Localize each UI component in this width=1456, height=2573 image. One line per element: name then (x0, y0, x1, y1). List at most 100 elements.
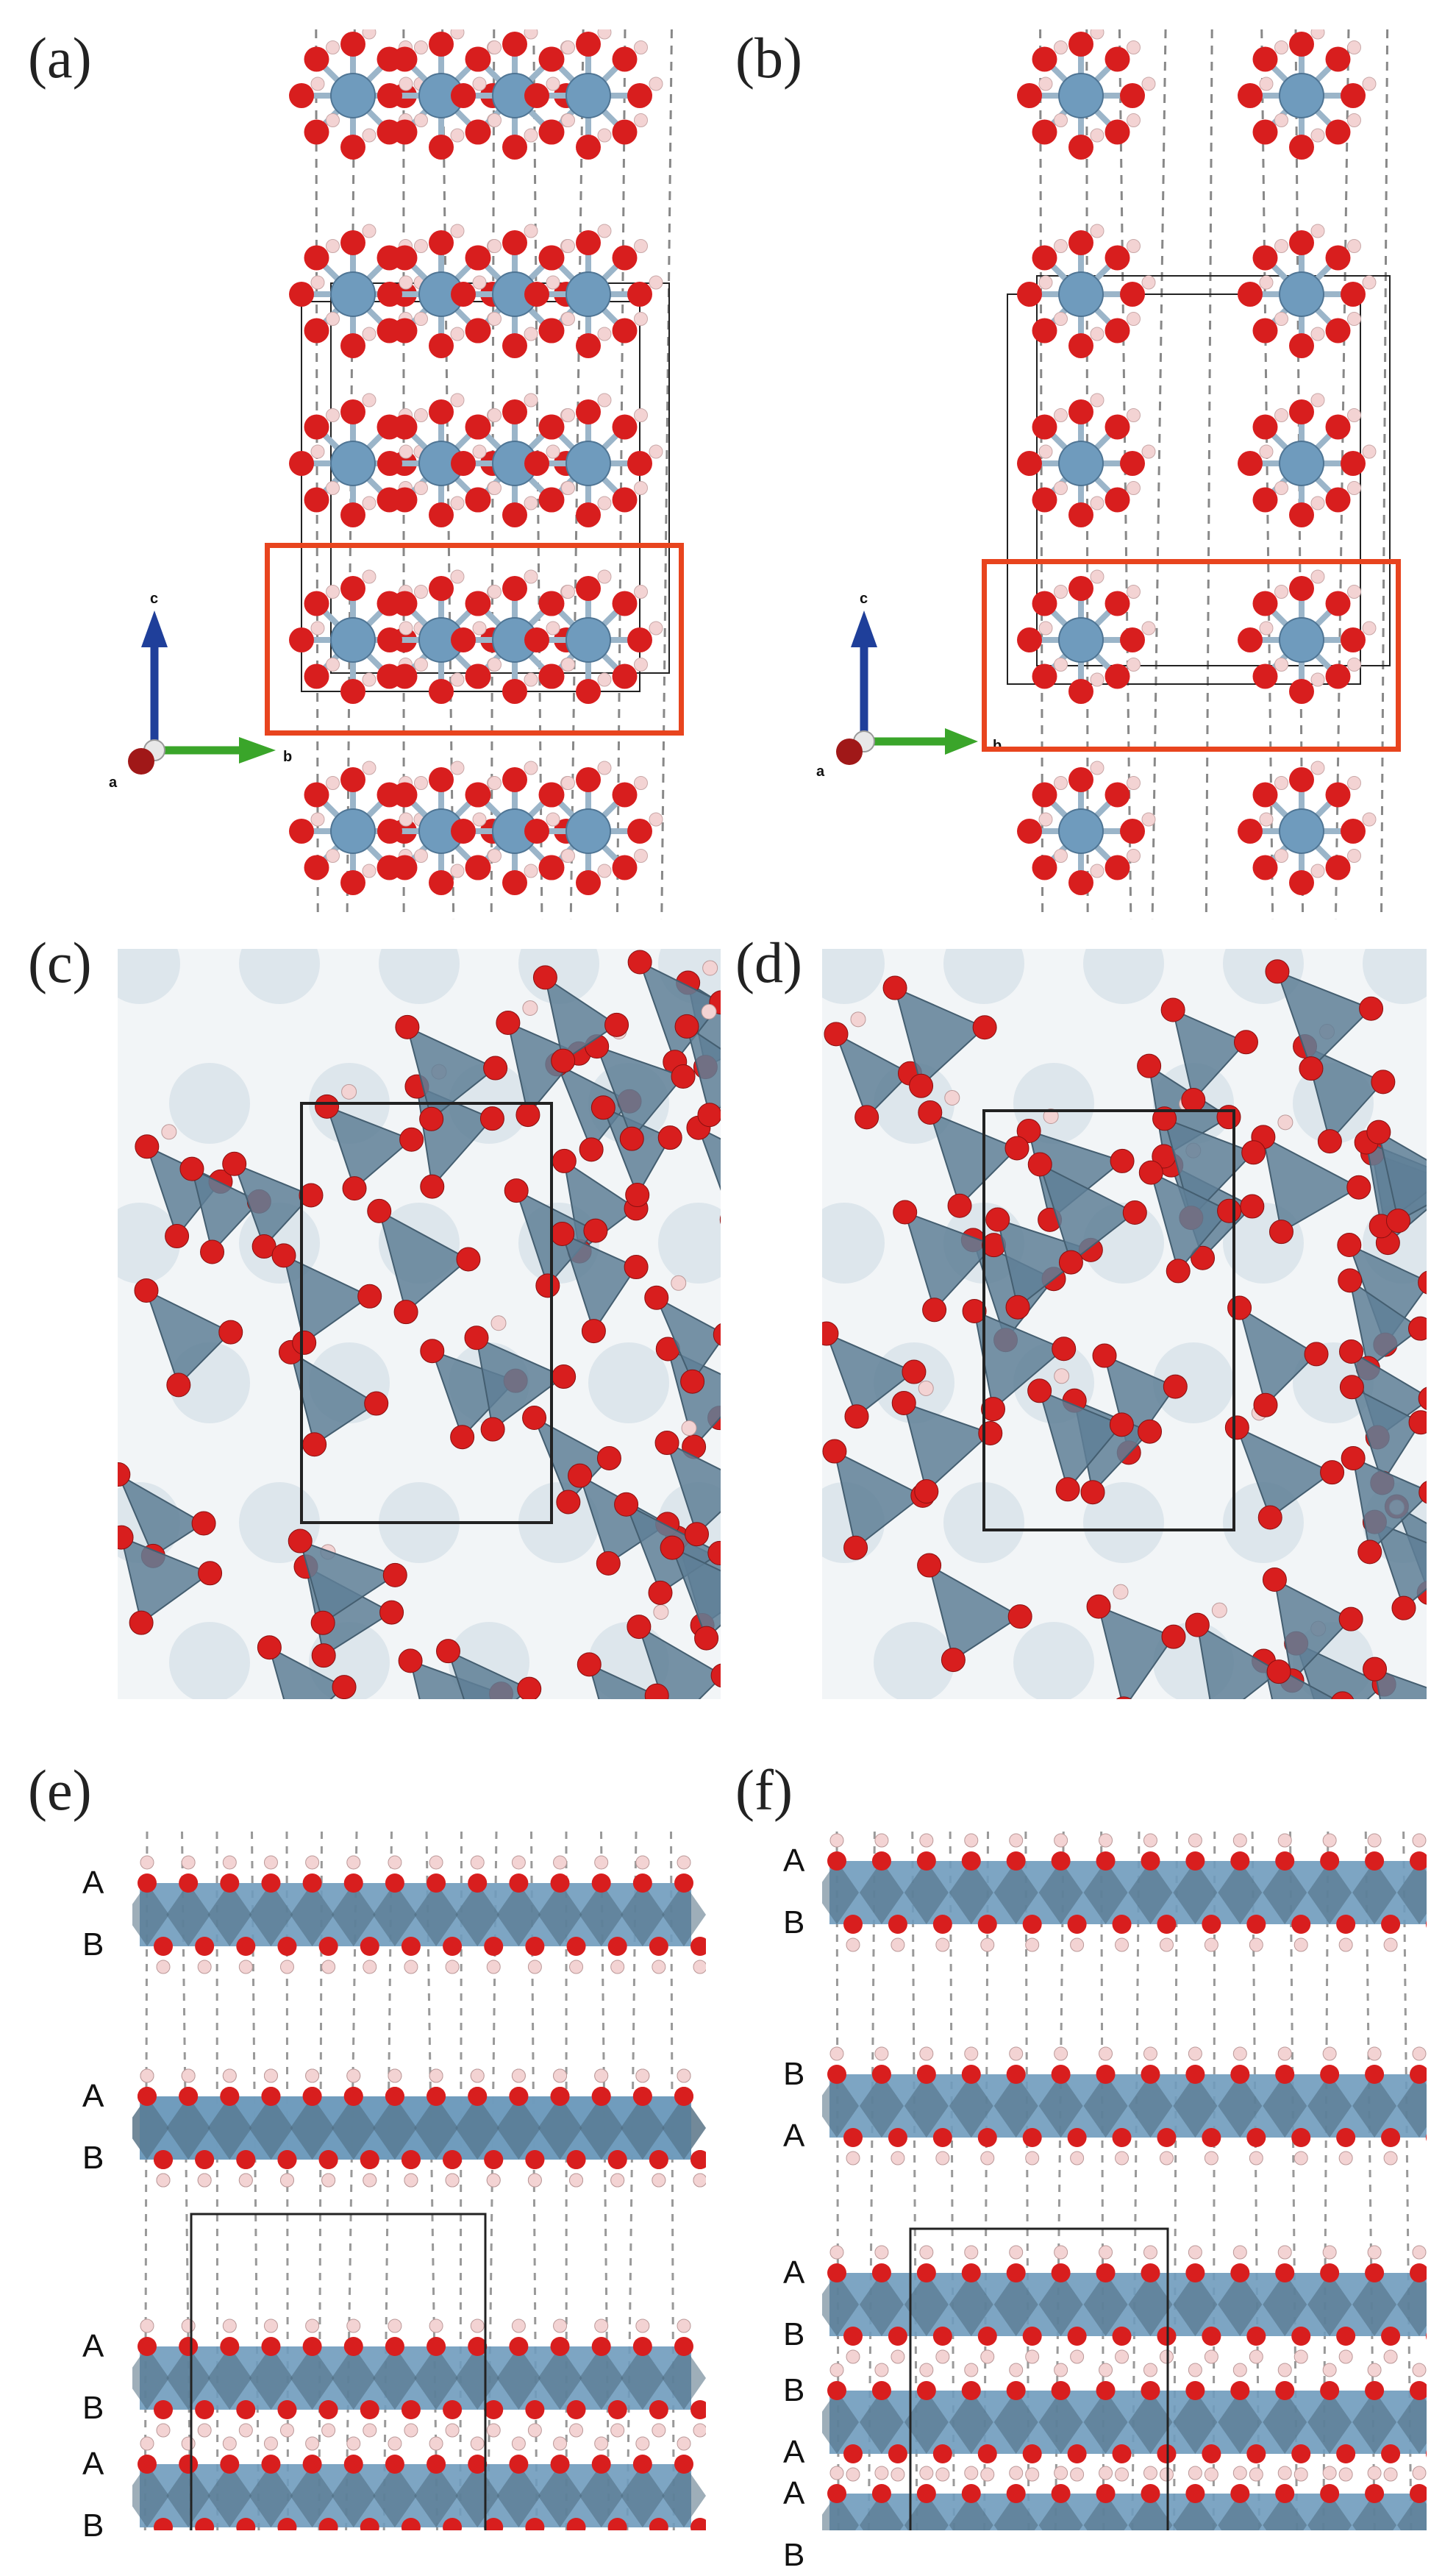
oxygen-atom (1246, 2444, 1266, 2463)
oxygen-atom (525, 1937, 544, 1956)
oxygen-atom (393, 487, 418, 512)
oxygen-atom (1267, 1660, 1291, 1684)
oxygen-atom (303, 2455, 322, 2474)
oxygen-atom (1318, 1130, 1341, 1153)
oxygen-atom (843, 2444, 863, 2463)
hydrogen-atom (1347, 849, 1360, 862)
hydrogen-atom (611, 2174, 624, 2187)
oxygen-atom (1185, 1851, 1205, 1871)
oxygen-atom (1325, 47, 1350, 72)
oxygen-atom (385, 2087, 404, 2106)
hydrogen-atom (1142, 77, 1155, 90)
oxygen-atom (675, 1014, 699, 1038)
hydrogen-atom (1339, 1938, 1352, 1951)
oxygen-atom (1381, 2128, 1400, 2147)
hydrogen-atom (920, 2246, 933, 2259)
oxygen-atom (612, 318, 637, 343)
hydrogen-atom (1278, 2363, 1291, 2377)
hydrogen-atom (524, 864, 538, 878)
hydrogen-atom (1116, 2468, 1129, 2481)
oxygen-atom (843, 1915, 863, 1934)
oxygen-atom (1336, 1915, 1355, 1934)
oxygen-atom (340, 333, 365, 358)
oxygen-atom (567, 2150, 586, 2169)
hydrogen-atom (1099, 2047, 1113, 2060)
oxygen-atom (1120, 83, 1145, 108)
hydrogen-atom (945, 1090, 960, 1105)
hydrogen-atom (363, 497, 376, 510)
b-axis-arrowhead (239, 737, 276, 764)
hydrogen-atom (936, 2152, 949, 2165)
hydrogen-atom (554, 2319, 567, 2332)
oxygen-atom (1008, 1605, 1032, 1629)
oxygen-atom (377, 819, 402, 844)
hydrogen-atom (451, 761, 464, 775)
oxygen-atom (1299, 1057, 1323, 1081)
oxygen-atom (167, 1373, 190, 1397)
hydrogen-atom (363, 761, 376, 775)
oxygen-atom (524, 83, 549, 108)
hydrogen-atom (280, 1960, 293, 1974)
hydrogen-atom (1160, 2468, 1173, 2481)
oxygen-atom (1113, 2327, 1132, 2346)
hydrogen-atom (311, 445, 324, 458)
hydrogen-atom (1323, 2363, 1336, 2377)
oxygen-atom (1093, 1344, 1116, 1367)
hydrogen-atom (693, 2424, 706, 2437)
oxygen-atom (979, 1421, 1002, 1445)
oxygen-atom (1096, 2381, 1116, 2400)
hydrogen-atom (875, 2047, 888, 2060)
metal-site (822, 1203, 885, 1284)
oxygen-atom (451, 1426, 474, 1449)
hydrogen-atom (546, 77, 560, 90)
oxygen-atom (377, 282, 402, 307)
oxygen-atom (827, 2065, 846, 2084)
hydrogen-atom (1363, 445, 1376, 458)
oxygen-atom (941, 1648, 965, 1672)
hydrogen-atom (598, 761, 611, 775)
oxygen-atom (582, 1320, 605, 1343)
hydrogen-atom (1368, 2246, 1381, 2259)
structure-c-svg (118, 949, 721, 1699)
hydrogen-atom (1054, 312, 1068, 325)
hydrogen-bond (1152, 29, 1166, 919)
hydrogen-atom (598, 864, 611, 878)
oxygen-atom (552, 1049, 575, 1072)
oxygen-atom (933, 1915, 952, 1934)
hydrogen-atom (598, 497, 611, 510)
hydrogen-atom (891, 1938, 904, 1951)
hydrogen-atom (471, 2319, 484, 2332)
oxygen-atom (1381, 2327, 1400, 2346)
hydrogen-atom (1205, 2468, 1218, 2481)
oxygen-atom (344, 2087, 363, 2106)
oxygen-atom (1185, 2381, 1205, 2400)
hydrogen-atom (1368, 2363, 1381, 2377)
hydrogen-atom (1278, 1834, 1291, 1847)
hydrogen-atom (634, 481, 647, 494)
oxygen-atom (888, 2444, 907, 2463)
oxygen-atom (1023, 2444, 1042, 2463)
hydrogen-atom (1039, 77, 1052, 90)
hydrogen-atom (1339, 2468, 1352, 2481)
oxygen-atom (429, 767, 454, 792)
hydrogen-atom (1188, 2047, 1202, 2060)
hydrogen-atom (1275, 240, 1288, 253)
oxygen-atom (393, 855, 418, 880)
oxygen-atom (674, 2087, 693, 2106)
metal-site (169, 1063, 250, 1144)
hydrogen-atom (1233, 2466, 1246, 2480)
oxygen-atom (1023, 2327, 1042, 2346)
oxygen-atom (1105, 119, 1130, 144)
hydrogen-atom (677, 2069, 690, 2082)
oxygen-atom (429, 32, 454, 57)
oxygen-atom (525, 2150, 544, 2169)
oxygen-atom (1068, 870, 1093, 895)
oxygen-atom (576, 502, 601, 527)
hydrogen-atom (636, 2319, 649, 2332)
oxygen-atom (1234, 1031, 1257, 1054)
oxygen-atom (1325, 783, 1350, 808)
hydrogen-atom (1026, 2468, 1039, 2481)
oxygen-atom (344, 2337, 363, 2356)
oxygen-atom (1365, 2381, 1384, 2400)
oxygen-atom (393, 246, 418, 271)
